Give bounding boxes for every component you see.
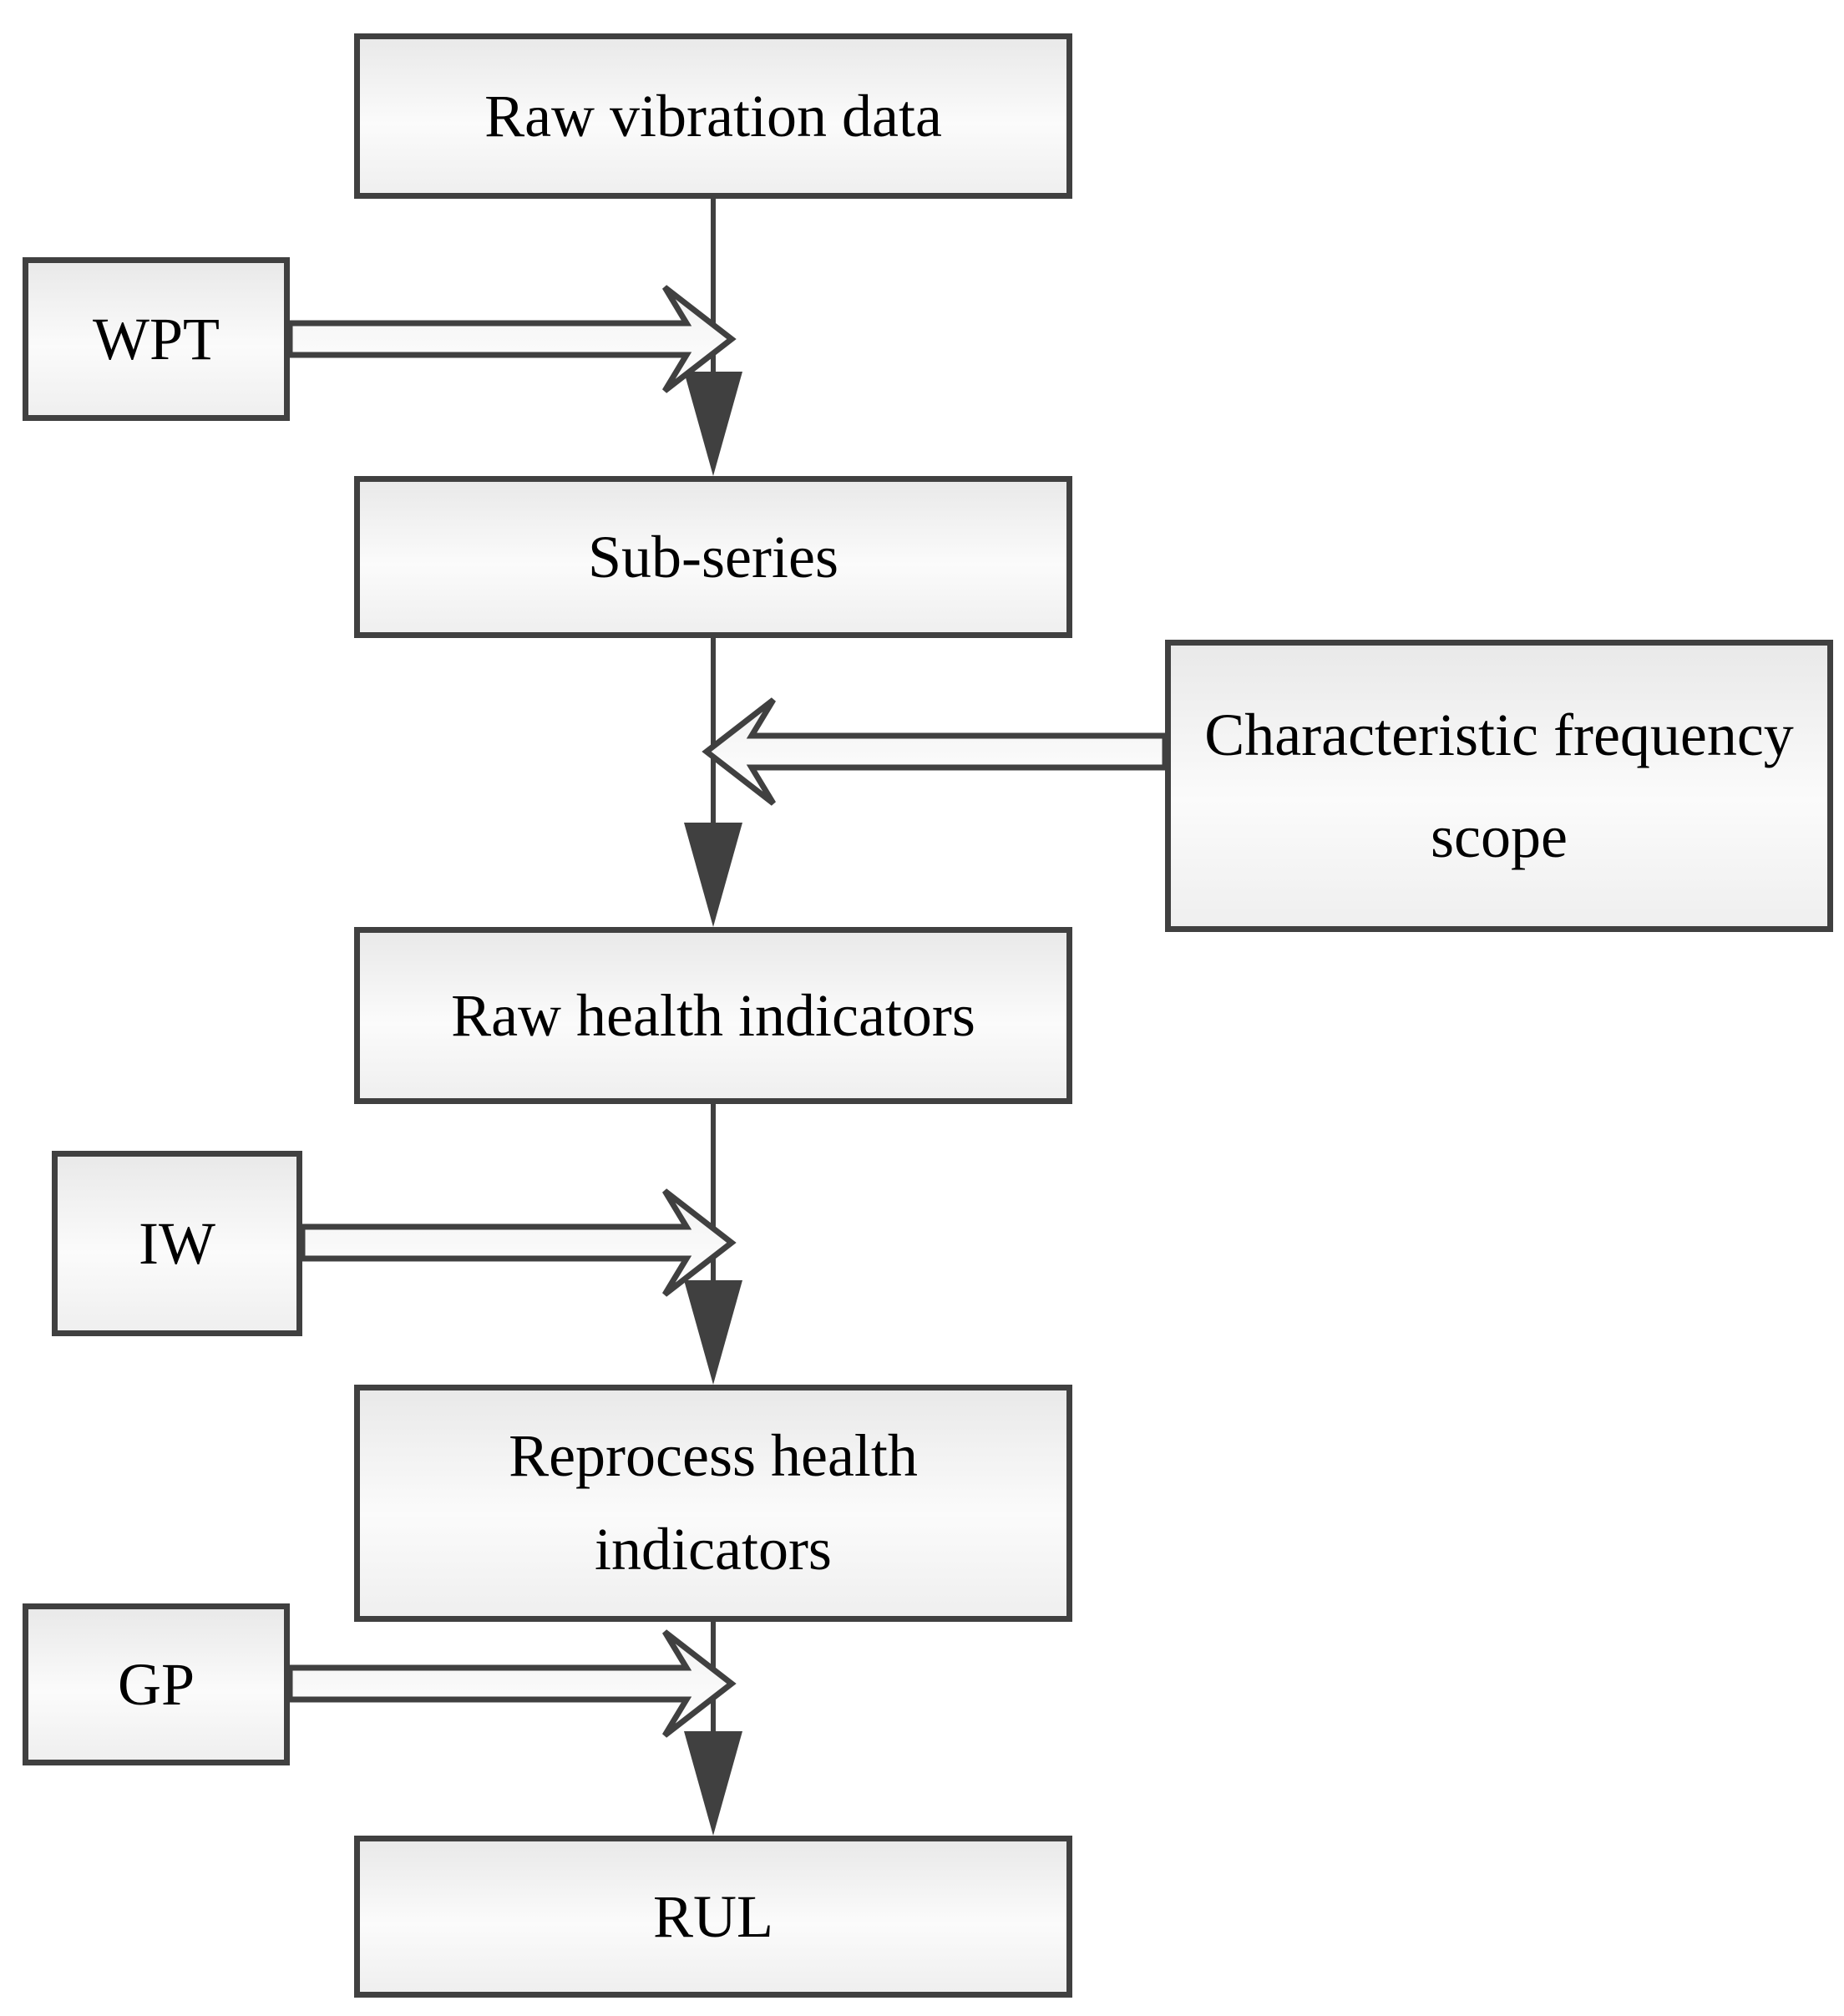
arrowhead-down-icon [684, 823, 742, 927]
node-label: Characteristic frequency scope [1204, 701, 1794, 870]
node-label: WPT [93, 305, 220, 372]
arrowhead-down-icon [684, 372, 742, 476]
node-label: Raw health indicators [451, 981, 975, 1049]
node-wpt: WPT [23, 257, 290, 421]
block-arrow-left-icon [702, 697, 1168, 806]
node-label: Reprocess health indicators [509, 1422, 918, 1583]
node-label: RUL [653, 1882, 773, 1950]
block-arrow-right-icon [286, 1629, 737, 1738]
node-label: Sub-series [588, 523, 838, 590]
node-gp: GP [23, 1603, 290, 1765]
arrowhead-down-icon [684, 1280, 742, 1385]
arrowhead-down-icon [684, 1731, 742, 1836]
node-label: GP [117, 1650, 195, 1718]
node-characteristic-frequency-scope: Characteristic frequency scope [1165, 640, 1833, 932]
node-label: IW [139, 1209, 215, 1277]
node-rul: RUL [354, 1836, 1072, 1998]
node-label: Raw vibration data [484, 82, 942, 149]
node-reprocess-health-indicators: Reprocess health indicators [354, 1385, 1072, 1622]
block-arrow-right-icon [286, 285, 737, 393]
node-raw-vibration-data: Raw vibration data [354, 33, 1072, 199]
node-sub-series: Sub-series [354, 476, 1072, 638]
node-raw-health-indicators: Raw health indicators [354, 927, 1072, 1104]
block-arrow-right-icon [299, 1188, 737, 1297]
node-iw: IW [52, 1151, 302, 1336]
